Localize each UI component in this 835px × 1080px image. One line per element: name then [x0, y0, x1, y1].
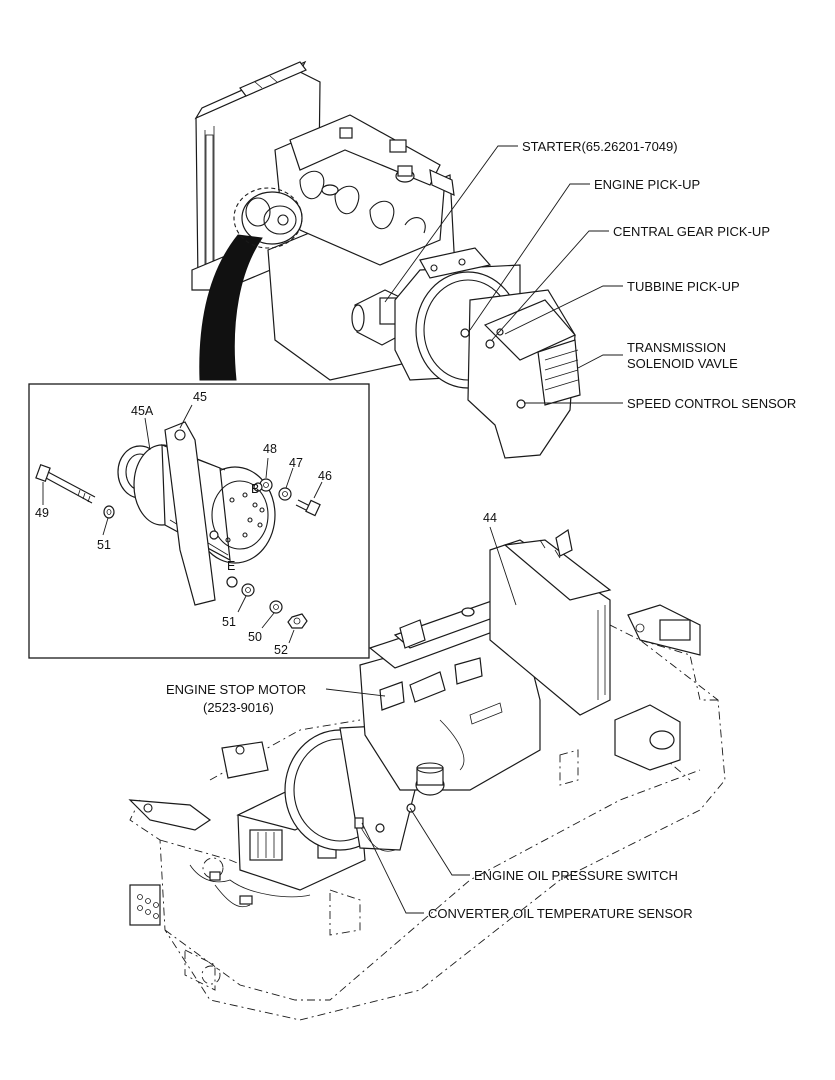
part-label-49: 49 — [35, 506, 49, 520]
part-label-45: 45 — [193, 390, 207, 404]
lower-machine-assembly — [128, 529, 726, 1021]
washer-51-upper — [103, 505, 115, 519]
callout-transmission-solenoid-line1: TRANSMISSION — [627, 340, 726, 355]
bolt-49 — [35, 463, 96, 504]
lock-washer-50 — [269, 600, 283, 614]
nut-52 — [287, 613, 308, 629]
callout-starter: STARTER(65.26201-7049) — [522, 139, 678, 154]
callout-engine-pickup: ENGINE PICK-UP — [594, 177, 700, 192]
alternator-detail-box: 45A 45 48 47 46 49 51 51 50 52 B E — [28, 383, 370, 659]
callout-speed-control-sensor: SPEED CONTROL SENSOR — [627, 396, 796, 411]
callout-engine-oil-pressure-switch: ENGINE OIL PRESSURE SWITCH — [474, 868, 678, 883]
part-label-52: 52 — [274, 643, 288, 657]
callout-transmission-solenoid-line2: SOLENOID VAVLE — [627, 356, 738, 371]
washer-47 — [278, 487, 292, 501]
washer-51-lower — [241, 583, 255, 597]
part-label-51-lower: 51 — [222, 615, 236, 629]
part-label-44: 44 — [483, 511, 497, 525]
part-label-46: 46 — [318, 469, 332, 483]
part-label-51-upper: 51 — [97, 538, 111, 552]
terminal-label-b: B — [251, 482, 259, 496]
alternator-mounted — [241, 191, 303, 245]
callout-engine-stop-motor-line1: ENGINE STOP MOTOR — [166, 682, 306, 697]
callout-converter-oil-temperature-sensor: CONVERTER OIL TEMPERATURE SENSOR — [428, 906, 693, 921]
part-label-50: 50 — [248, 630, 262, 644]
callout-leaders — [325, 145, 623, 914]
part-label-45a: 45A — [131, 404, 154, 418]
callout-central-gear-pickup: CENTRAL GEAR PICK-UP — [613, 224, 770, 239]
upper-engine-assembly — [191, 60, 581, 459]
radiator-lower — [489, 529, 612, 716]
part-label-48: 48 — [263, 442, 277, 456]
callout-labels: STARTER(65.26201-7049) ENGINE PICK-UP CE… — [166, 139, 796, 921]
terminal-label-e: E — [227, 559, 235, 573]
bolt-46 — [295, 499, 321, 517]
part-label-47: 47 — [289, 456, 303, 470]
callout-turbine-pickup: TUBBINE PICK-UP — [627, 279, 740, 294]
transmission-upper — [460, 289, 581, 459]
detail-pointer-arrow — [199, 234, 263, 381]
callout-engine-stop-motor-line2: (2523-9016) — [203, 700, 274, 715]
